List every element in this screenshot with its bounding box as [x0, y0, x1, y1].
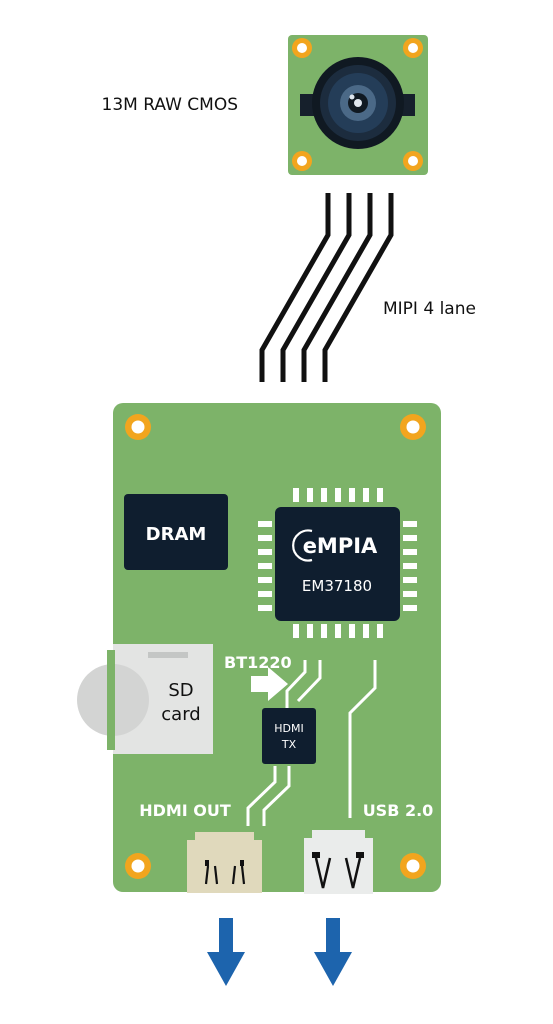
sd-label-line2: card	[161, 704, 200, 725]
bt1220-label: BT1220	[224, 653, 292, 672]
empia-swoosh-icon	[292, 529, 313, 562]
camera-lens-icon	[312, 57, 404, 149]
usb-trace	[348, 660, 377, 818]
bt1220-arrow-icon	[251, 667, 288, 701]
sensor-label: 13M RAW CMOS	[102, 95, 238, 115]
hdmi-port-icon	[187, 832, 262, 893]
mipi-lane	[280, 193, 352, 382]
hdmi-tx-label-line2: TX	[281, 738, 297, 751]
mipi-lane	[322, 193, 394, 382]
hdmi-tx-label-line1: HDMI	[274, 722, 303, 735]
soc-pins	[258, 488, 417, 638]
empia-logo: eMPIA	[292, 529, 378, 562]
mipi-lane	[301, 193, 373, 382]
sd-card	[77, 644, 213, 754]
usb-port-icon	[304, 830, 373, 894]
bt1220-traces	[285, 660, 322, 708]
mipi-ribbon	[259, 193, 394, 382]
main-board: DRAM eMPIA	[77, 403, 441, 894]
soc-model: EM37180	[302, 577, 372, 595]
board-mount-hole-icon	[125, 414, 426, 879]
mipi-lane	[259, 193, 331, 382]
usb-output-arrow-icon	[314, 918, 352, 986]
camera-module	[288, 35, 428, 175]
hdmi-traces	[246, 766, 291, 826]
interface-label: MIPI 4 lane	[383, 299, 476, 319]
dram-chip	[124, 494, 228, 570]
hdmi-tx-chip	[262, 708, 316, 764]
sd-label-line1: SD	[168, 680, 193, 701]
soc-logo: eMPIA	[303, 534, 378, 558]
hdmi-output-arrow-icon	[207, 918, 245, 986]
soc-chip	[275, 507, 400, 621]
dram-label: DRAM	[146, 524, 207, 545]
usb-label: USB 2.0	[363, 801, 434, 820]
camera-mount-hole-icon	[292, 38, 423, 171]
hdmi-out-label: HDMI OUT	[139, 801, 231, 820]
